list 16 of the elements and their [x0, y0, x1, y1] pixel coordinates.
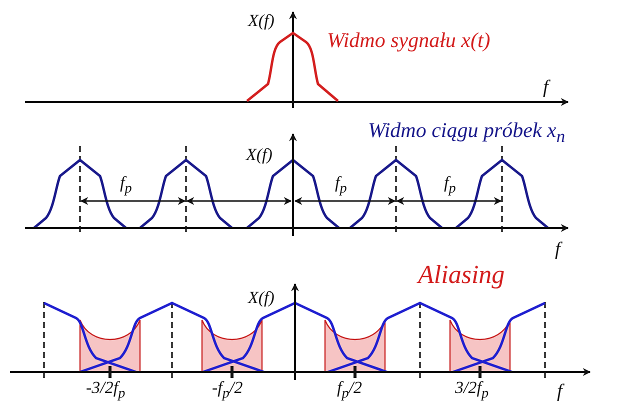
tick-label: 3/2f$_{p}$ — [455, 379, 489, 401]
aliasing-title: Aliasing — [418, 262, 505, 288]
axis-label: X(f) — [248, 289, 274, 306]
spectrum-title: Widmo ciągu próbek x$_{n}$ — [368, 120, 566, 146]
dimension-label: f$_{p}$ — [444, 174, 456, 196]
tick-label: f$_{p}$/2 — [337, 379, 362, 401]
tick-label: -f$_{p}$/2 — [212, 379, 243, 401]
spectrum-title: Widmo sygnału x(t) — [327, 30, 490, 51]
dimension-label: f$_{p}$ — [120, 174, 132, 196]
axis-label: f — [555, 240, 560, 259]
axis-label: X(f) — [246, 146, 272, 163]
axis-label: f — [557, 382, 562, 401]
axis-label: f — [543, 78, 548, 97]
axis-label: X(f) — [248, 12, 274, 29]
dimension-label: f$_{p}$ — [335, 174, 347, 196]
tick-label: -3/2f$_{p}$ — [86, 379, 126, 401]
